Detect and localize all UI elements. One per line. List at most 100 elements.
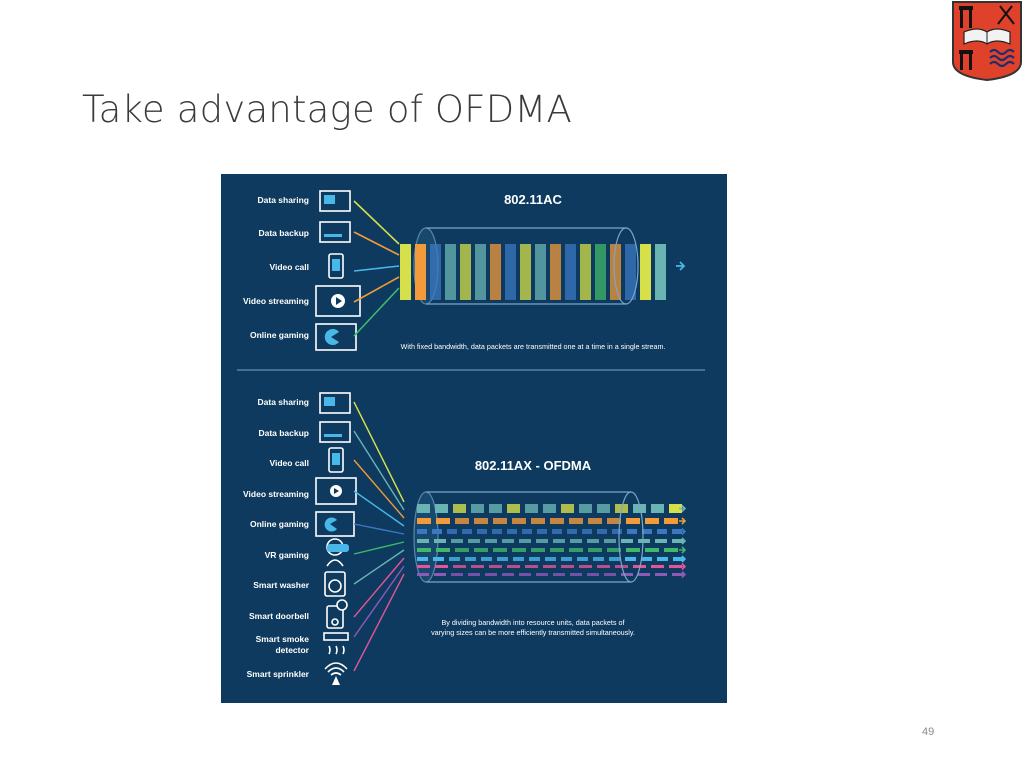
data-packet — [664, 548, 678, 552]
data-packet — [415, 244, 426, 300]
connection-line — [353, 430, 405, 511]
data-packet — [493, 518, 507, 524]
data-packet — [434, 573, 446, 576]
data-packet — [612, 529, 622, 534]
stream-arrow-icon — [679, 555, 687, 563]
data-packet — [400, 244, 411, 300]
data-packet — [651, 565, 664, 568]
monitor-share-icon — [319, 392, 351, 414]
data-packet — [512, 548, 526, 552]
data-packet — [672, 539, 684, 543]
data-packet — [462, 529, 472, 534]
data-packet — [535, 244, 546, 300]
top-device-label: Data sharing — [258, 195, 310, 205]
connection-line — [353, 549, 405, 585]
university-crest-icon — [952, 1, 1022, 82]
bottom-device-label: VR gaming — [265, 550, 309, 560]
data-packet — [513, 557, 524, 561]
bottom-device-label: Smart washer — [253, 580, 309, 590]
data-packet — [607, 548, 621, 552]
data-packet — [545, 557, 556, 561]
data-packet — [569, 518, 583, 524]
data-packet — [627, 529, 637, 534]
data-packet — [669, 504, 682, 513]
data-packet — [580, 244, 591, 300]
data-packet — [570, 573, 582, 576]
data-packet — [417, 539, 429, 543]
data-packet — [655, 573, 667, 576]
connection-line — [353, 287, 400, 337]
data-packet — [475, 244, 486, 300]
backup-drive-icon — [319, 421, 351, 443]
data-packet — [537, 529, 547, 534]
bottom-caption-line-2: varying sizes can be more efficiently tr… — [431, 628, 635, 637]
data-packet — [468, 539, 480, 543]
data-packet — [453, 504, 466, 513]
data-packet — [520, 244, 531, 300]
data-packet — [522, 529, 532, 534]
bottom-device-label: Data sharing — [258, 397, 310, 407]
data-packet — [593, 557, 604, 561]
data-packet — [489, 565, 502, 568]
connection-line — [353, 401, 405, 503]
data-packet — [582, 529, 592, 534]
data-packet — [626, 548, 640, 552]
data-packet — [445, 244, 456, 300]
data-packet — [638, 539, 650, 543]
data-packet — [417, 504, 430, 513]
smoke-detector-icon — [323, 632, 349, 655]
data-packet — [640, 244, 651, 300]
data-packet — [432, 529, 442, 534]
data-packet — [417, 529, 427, 534]
data-packet — [417, 573, 429, 576]
data-packet — [597, 504, 610, 513]
data-packet — [417, 548, 431, 552]
connection-line — [353, 265, 400, 272]
connection-line — [353, 459, 405, 519]
data-packet — [505, 244, 516, 300]
ofdma-infographic: 802.11AC Data sharing Data backup Video … — [221, 174, 727, 703]
data-packet — [417, 518, 431, 524]
bottom-ofdma-tube — [413, 491, 687, 583]
data-packet — [588, 518, 602, 524]
connection-line — [353, 490, 405, 527]
data-packet — [570, 539, 582, 543]
data-packet — [657, 557, 668, 561]
bottom-device-label: Online gaming — [250, 519, 309, 529]
data-packet — [433, 557, 444, 561]
data-packet — [621, 573, 633, 576]
data-packet — [543, 565, 556, 568]
data-packet — [553, 573, 565, 576]
data-packet — [587, 573, 599, 576]
data-packet — [519, 573, 531, 576]
data-packet — [597, 529, 607, 534]
data-packet — [502, 573, 514, 576]
data-packet — [485, 539, 497, 543]
data-packet — [536, 539, 548, 543]
connection-line — [353, 200, 400, 245]
top-device-icons — [315, 190, 361, 351]
stream-arrow-icon — [679, 570, 687, 579]
smartphone-icon — [328, 447, 344, 473]
data-packet — [468, 573, 480, 576]
data-packet — [436, 548, 450, 552]
data-packet — [447, 529, 457, 534]
connection-line — [353, 276, 400, 303]
video-stream-icon — [315, 285, 361, 317]
data-packet — [642, 529, 652, 534]
top-device-label: Online gaming — [250, 330, 309, 340]
data-packet — [655, 539, 667, 543]
data-packet — [609, 557, 620, 561]
data-packet — [451, 539, 463, 543]
stream-arrow-icon — [679, 504, 687, 513]
connection-line — [353, 565, 405, 638]
bottom-device-label: Smart sprinkler — [247, 669, 310, 679]
stream-arrow-icon — [679, 562, 687, 571]
bottom-device-label: Data backup — [258, 428, 309, 438]
stream-arrow-icon — [679, 527, 687, 536]
data-packet — [481, 557, 492, 561]
data-packet — [492, 529, 502, 534]
data-packet — [435, 504, 448, 513]
data-packet — [507, 504, 520, 513]
data-packet — [672, 529, 682, 534]
